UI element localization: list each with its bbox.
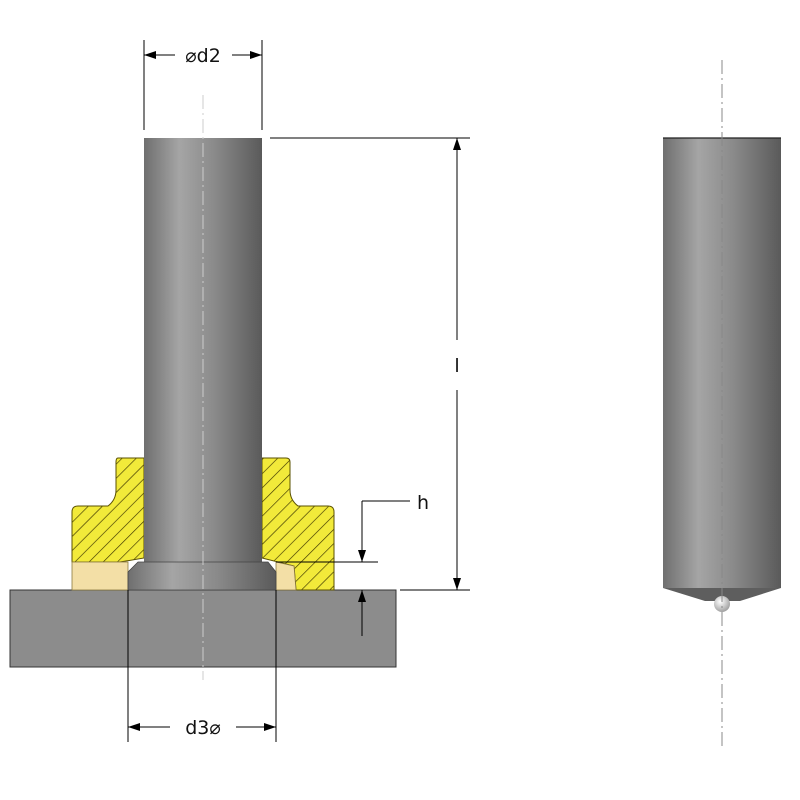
- label-h: h: [417, 492, 429, 514]
- bushing-left-section: [71, 457, 145, 563]
- bushing-left-insert: [71, 561, 129, 591]
- dimension-l: [270, 137, 470, 591]
- bushing-right-section: [261, 457, 335, 591]
- dimension-h: [276, 500, 410, 636]
- label-d2: ⌀d2: [185, 45, 221, 67]
- label-l: l: [454, 355, 459, 377]
- bushing-right-insert: [275, 561, 297, 591]
- label-d3: d3⌀: [185, 717, 221, 739]
- pin-collar: [127, 561, 277, 591]
- dimension-d3: [127, 590, 277, 742]
- pin-ball-tip: [714, 596, 730, 612]
- dimension-d2: [143, 40, 263, 130]
